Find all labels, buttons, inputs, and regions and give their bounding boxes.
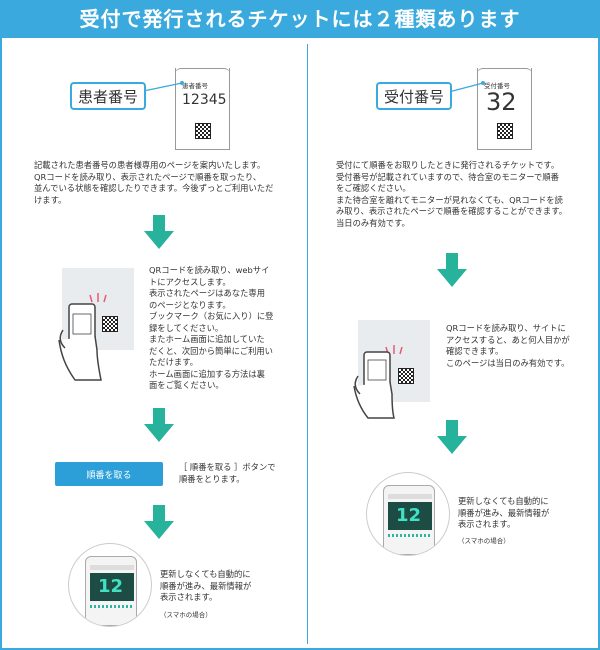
- patient-number-label: 患者番号: [70, 82, 146, 110]
- qr-code-icon: [195, 123, 211, 139]
- left-intro-text: 記載された患者番号の患者様専用のページを案内いたします。QRコードを読み取り、表…: [34, 160, 274, 205]
- ticket-number: 32: [486, 88, 517, 116]
- ticket-number: 12345: [182, 92, 227, 108]
- phone-screen-illustration: 12: [68, 543, 152, 627]
- smartphone-note: （スマホの場合）: [458, 537, 510, 545]
- down-arrow-icon: [144, 505, 174, 541]
- hand-phone-icon: [58, 303, 102, 381]
- down-arrow-icon: [144, 215, 174, 251]
- right-intro-text: 受付にて順番をお取りしたときに発行されるチケットです。受付番号が記載されています…: [336, 160, 567, 228]
- qr-code-icon: [102, 316, 118, 332]
- down-arrow-icon: [144, 408, 174, 444]
- reception-ticket: 受付番号 32: [477, 68, 532, 150]
- phone-screen-illustration: 12: [366, 472, 450, 556]
- take-number-button[interactable]: 順番を取る: [55, 462, 163, 486]
- smartphone-note: （スマホの場合）: [160, 611, 212, 619]
- patient-ticket: 患者番号 12345: [175, 68, 230, 150]
- down-arrow-icon: [437, 420, 467, 456]
- queue-number: 12: [98, 576, 124, 597]
- page-title: 受付で発行されるチケットには２種類あります: [0, 0, 600, 38]
- left-step2-text: ［ 順番を取る ］ボタンで順番をとります。: [179, 462, 276, 484]
- queue-number: 12: [396, 505, 422, 526]
- left-step3-text: 更新しなくても自動的に順番が進み、最新情報が表示されます。: [160, 569, 252, 602]
- left-step1-text: QRコードを読み取り、webサイトにアクセスします。 表示されたページはあなた専…: [149, 265, 274, 390]
- right-step1-text: QRコードを読み取り、サイトにアクセスすると、あと何人目かが 確認できます。この…: [446, 323, 570, 368]
- ticket-caption: 受付番号: [484, 82, 510, 90]
- down-arrow-icon: [437, 253, 467, 289]
- column-divider: [307, 44, 308, 644]
- hand-phone-icon: [353, 351, 395, 419]
- right-step2-text: 更新しなくても自動的に順番が進み、最新情報が表示されます。: [458, 496, 550, 529]
- qr-code-icon: [497, 123, 513, 139]
- scan-signal-icon: [89, 293, 107, 303]
- ticket-caption: 患者番号: [182, 82, 208, 90]
- reception-number-label: 受付番号: [376, 82, 452, 110]
- qr-code-icon: [398, 368, 414, 384]
